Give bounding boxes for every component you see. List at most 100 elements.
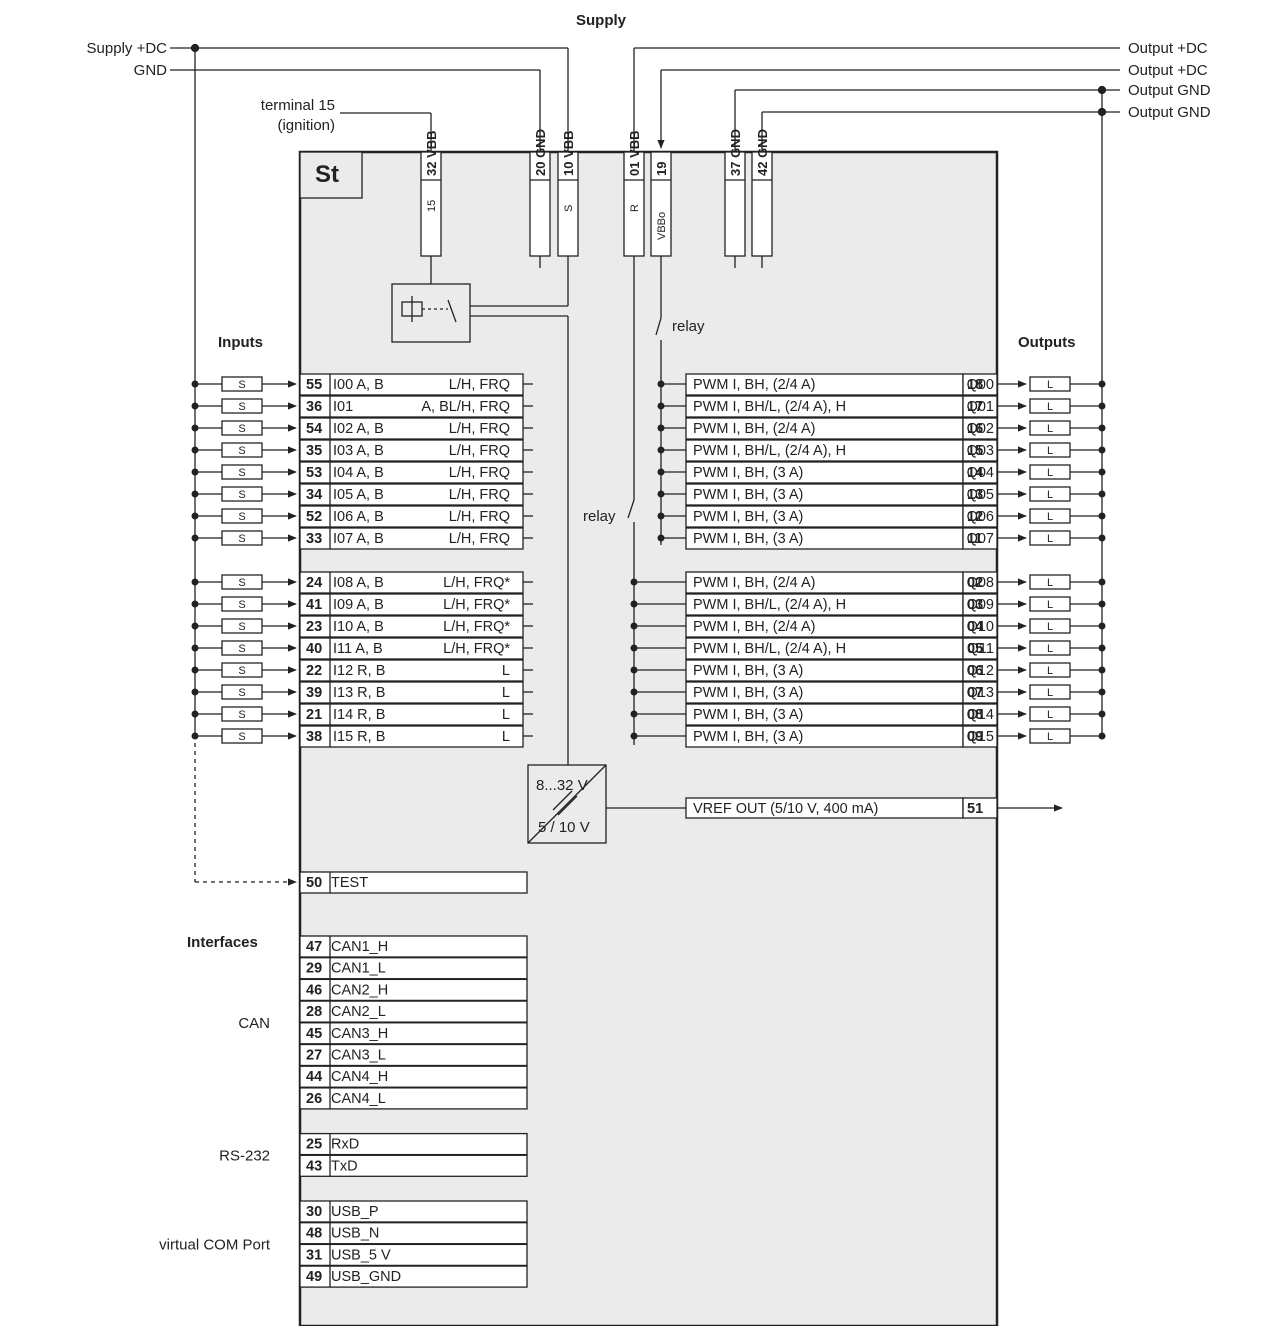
input-pin-number: 22	[306, 663, 322, 679]
sensor-label: S	[238, 709, 245, 721]
output-desc: PWM I, BH, (3 A)	[693, 729, 803, 745]
output-pin-name: Q09	[967, 597, 994, 613]
interface-pin-number: 28	[306, 1004, 322, 1020]
interface-row	[299, 978, 528, 1002]
interface-pin-number: 27	[306, 1048, 322, 1064]
top-pin-32	[420, 151, 442, 257]
input-pin-function: L	[502, 729, 510, 745]
input-pin-name: I10 A, B	[333, 619, 384, 635]
junction-dot	[1098, 402, 1106, 410]
interface-pin-name: USB_N	[331, 1226, 379, 1242]
sensor-label: S	[238, 665, 245, 677]
sensor-label: S	[238, 379, 245, 391]
output-desc: PWM I, BH, (2/4 A)	[693, 575, 815, 591]
input-pin-function: L	[502, 685, 510, 701]
output-desc: PWM I, BH, (3 A)	[693, 531, 803, 547]
output-pin-number: 16	[967, 421, 983, 437]
sensor-label: S	[238, 533, 245, 545]
output-desc: PWM I, BH, (3 A)	[693, 685, 803, 701]
output-pin-name: Q03	[967, 443, 994, 459]
supply-heading: Supply	[576, 12, 627, 29]
interface-pin-number: 47	[306, 939, 322, 955]
output-desc: PWM I, BH/L, (2/4 A), H	[693, 597, 846, 613]
input-pin-function: L/H, FRQ	[449, 487, 510, 503]
relay-label-1: relay	[672, 318, 705, 335]
junction-dot	[1098, 380, 1106, 388]
sensor-label: S	[238, 401, 245, 413]
load-label: L	[1047, 423, 1053, 435]
input-pin-number: 35	[306, 443, 322, 459]
interface-row	[299, 935, 528, 958]
top-pin-01	[623, 151, 645, 257]
junction-dot	[1098, 600, 1106, 608]
input-pin-number: 54	[306, 421, 322, 437]
load-label: L	[1047, 687, 1053, 699]
load-label: L	[1047, 709, 1053, 721]
output-desc: PWM I, BH, (3 A)	[693, 707, 803, 723]
interface-group-label: RS-232	[219, 1147, 270, 1164]
output-desc: PWM I, BH, (3 A)	[693, 509, 803, 525]
output-pin-number: 15	[967, 443, 983, 459]
inputs-heading: Inputs	[218, 334, 263, 351]
sensor-label: S	[238, 643, 245, 655]
relay-label-2: relay	[583, 508, 616, 525]
interface-row	[299, 957, 528, 980]
converter-in-label: 8...32 V	[536, 777, 588, 794]
interface-pin-name: RxD	[331, 1137, 359, 1153]
input-pin-number: 55	[306, 377, 322, 393]
load-label: L	[1047, 731, 1053, 743]
input-pin-number: 21	[306, 707, 322, 723]
input-pin-function: L/H, FRQ*	[443, 641, 510, 657]
interface-pin-number: 25	[306, 1137, 322, 1153]
load-label: L	[1047, 643, 1053, 655]
interface-row	[299, 1200, 528, 1223]
top-pin-label: 19	[654, 162, 669, 176]
input-pin-function: L/H, FRQ	[449, 531, 510, 547]
sensor-label: S	[238, 445, 245, 457]
input-pin-function: L/H, FRQ	[449, 421, 510, 437]
junction-dot	[1098, 578, 1106, 586]
input-pin-function: A, BL/H, FRQ	[421, 399, 510, 415]
output-desc: PWM I, BH/L, (2/4 A), H	[693, 443, 846, 459]
input-pin-function: L/H, FRQ*	[443, 597, 510, 613]
output-pin-number: 09	[967, 729, 983, 745]
interface-pin-name: CAN2_L	[331, 1004, 386, 1020]
interface-row	[299, 1065, 528, 1088]
output-pin-name: Q00	[967, 377, 994, 393]
input-pin-function: L/H, FRQ*	[443, 619, 510, 635]
output-pin-number: 18	[967, 377, 983, 393]
input-pin-name: I02 A, B	[333, 421, 384, 437]
interface-pin-name: TxD	[331, 1158, 358, 1174]
interface-row	[299, 1022, 528, 1045]
output-pin-number: 05	[967, 641, 983, 657]
input-pin-name: I06 A, B	[333, 509, 384, 525]
interface-row	[299, 1087, 528, 1110]
top-pin-37	[724, 151, 746, 257]
input-pin-name: I00 A, B	[333, 377, 384, 393]
input-pin-name: I05 A, B	[333, 487, 384, 503]
top-pin-inner: 15	[426, 200, 438, 212]
output-pin-name: Q06	[967, 509, 994, 525]
interface-pin-number: 29	[306, 961, 322, 977]
test-pin-name: TEST	[331, 875, 368, 891]
output-gnd-label-2: Output GND	[1128, 104, 1211, 121]
top-pin-inner: S	[563, 205, 575, 212]
top-pin-label: 42 GND	[755, 129, 770, 176]
output-pin-name: Q14	[967, 707, 994, 723]
input-pin-name: I08 A, B	[333, 575, 384, 591]
input-pin-name: I04 A, B	[333, 465, 384, 481]
input-pin-number: 52	[306, 509, 322, 525]
sensor-label: S	[238, 489, 245, 501]
input-pin-name: I11 A, B	[333, 641, 383, 657]
interface-pin-name: CAN3_L	[331, 1048, 386, 1064]
output-pin-name: Q01	[967, 399, 994, 415]
input-pin-name: I12 R, B	[333, 663, 385, 679]
ignition-relay	[391, 283, 471, 343]
output-desc: PWM I, BH, (2/4 A)	[693, 377, 815, 393]
output-desc: PWM I, BH, (2/4 A)	[693, 619, 815, 635]
interface-pin-number: 26	[306, 1091, 322, 1107]
device-title-box	[299, 151, 363, 199]
sensor-label: S	[238, 423, 245, 435]
output-pin-name: Q12	[967, 663, 994, 679]
